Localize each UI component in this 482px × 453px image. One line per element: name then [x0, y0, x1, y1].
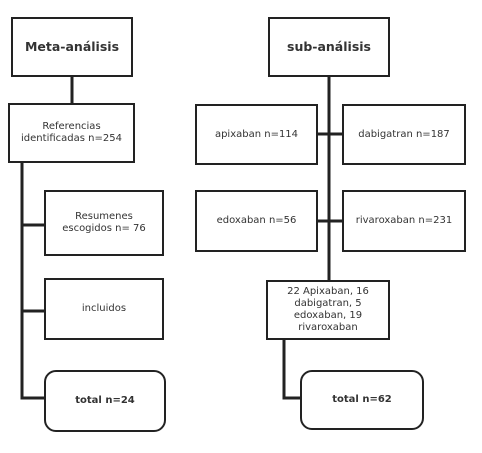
identified-references-box: Referencias identificadas n=254	[8, 103, 135, 163]
rivaroxaban-box: rivaroxaban n=231	[342, 190, 466, 252]
sub-analysis-title: sub-análisis	[268, 17, 390, 77]
left-total-box: total n=24	[44, 370, 166, 432]
apixaban-box: apixaban n=114	[195, 104, 318, 165]
meta-analysis-title: Meta-análisis	[11, 17, 133, 77]
selected-abstracts-box: Resumenes escogidos n= 76	[44, 190, 164, 256]
right-total-box: total n=62	[300, 370, 424, 430]
included-box: incluidos	[44, 278, 164, 340]
dabigatran-box: dabigatran n=187	[342, 104, 466, 165]
edoxaban-box: edoxaban n=56	[195, 190, 318, 252]
combined-counts-box: 22 Apixaban, 16 dabigatran, 5 edoxaban, …	[266, 280, 390, 340]
